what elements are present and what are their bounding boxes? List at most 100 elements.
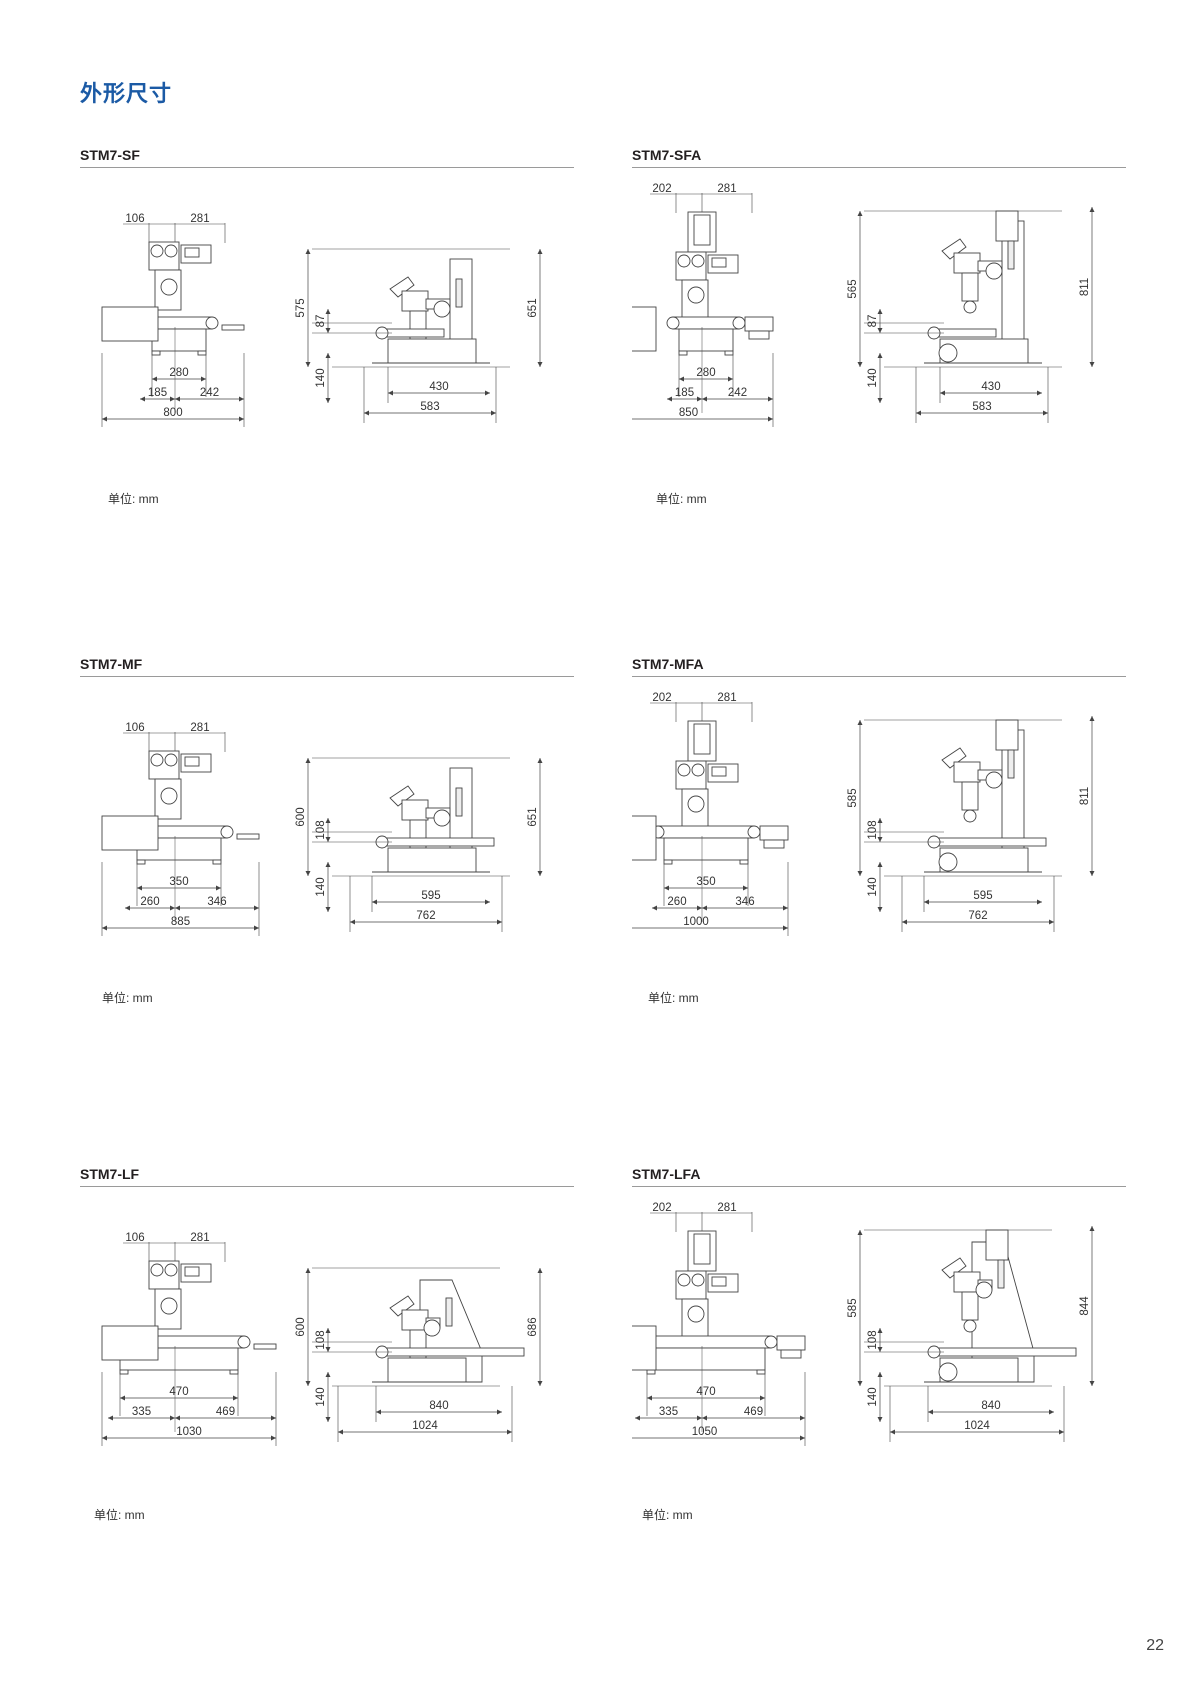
dimension-arrow [877, 1417, 883, 1422]
dimension-arrow [647, 1395, 652, 1401]
counter-screen [711, 766, 727, 777]
stage-side [935, 1347, 1077, 1357]
dimension-label: 87 [315, 315, 327, 328]
dimension-arrow [857, 871, 863, 876]
dimension-label: 1024 [964, 1420, 990, 1432]
dimension-label: 1050 [692, 1426, 718, 1438]
dimension-arrow [271, 1415, 276, 1421]
dimension-label: 583 [972, 401, 991, 413]
dimension-arrow [1089, 207, 1095, 212]
dimension-label: 281 [717, 692, 736, 704]
dimension-label: 108 [315, 1330, 327, 1349]
dimension-arrow [175, 1415, 180, 1421]
dimension-arrow [857, 211, 863, 216]
dimension-label: 140 [867, 877, 879, 896]
dimension-arrow [1059, 1429, 1064, 1435]
stage-knob-right [747, 825, 761, 839]
dimension-arrow [305, 758, 311, 763]
dimension-arrow [152, 376, 157, 382]
scale-window [455, 787, 463, 817]
dimension-arrow [728, 376, 733, 382]
dimension-label: 885 [171, 916, 190, 928]
dimension-arrow [497, 919, 502, 925]
counter-screen [711, 257, 727, 268]
dimension-label: 600 [295, 1317, 307, 1336]
foot [678, 350, 688, 356]
dimension-label: 595 [421, 890, 440, 902]
base-body [387, 338, 477, 364]
dimension-arrow [679, 376, 684, 382]
divider [632, 1186, 1126, 1187]
dimension-arrow [175, 396, 180, 402]
dimension-arrow [325, 353, 331, 358]
dimension-arrow [1037, 390, 1042, 396]
dimension-arrow [325, 1347, 331, 1352]
objective-column [961, 781, 979, 811]
dimension-label: 430 [981, 381, 1000, 393]
dimension-label: 280 [696, 367, 715, 379]
dimension-label: 140 [867, 368, 879, 387]
eyepiece-right [691, 254, 705, 268]
autofocus-unit [693, 214, 711, 246]
observation-head [953, 761, 981, 783]
dimension-label: 185 [148, 387, 167, 399]
dimension-label: 108 [315, 820, 327, 839]
eyepiece-left [677, 254, 691, 268]
divider [80, 167, 574, 168]
dimension-arrow [137, 885, 142, 891]
observation-head [953, 252, 981, 274]
eyepiece-left [150, 244, 164, 258]
dimension-label: 575 [295, 298, 307, 317]
joystick-base [763, 839, 785, 849]
controller-box [632, 815, 657, 861]
autofocus-housing [985, 1229, 1009, 1261]
dimension-arrow [1089, 362, 1095, 367]
dimension-arrow [902, 919, 907, 925]
eyepiece-tube [389, 1295, 415, 1317]
dimension-arrow [743, 885, 748, 891]
foot [724, 350, 734, 356]
dimension-label: 762 [968, 910, 987, 922]
eyepiece-right [164, 1263, 178, 1277]
dimension-arrow [239, 396, 244, 402]
stage-knob-left [666, 316, 680, 330]
counter-screen [711, 1276, 727, 1287]
dimension-arrow [325, 818, 331, 823]
dimension-arrow [1089, 716, 1095, 721]
eyepiece-left [150, 1263, 164, 1277]
handle-wheel [938, 1362, 958, 1382]
dimension-arrow [325, 837, 331, 842]
dimension-arrow [140, 396, 145, 402]
objective-column [961, 1291, 979, 1321]
foot [663, 859, 673, 865]
dimension-label: 280 [169, 367, 188, 379]
model-name: STM7-LF [80, 1166, 140, 1182]
objective-turret [687, 286, 705, 304]
dimension-label: 346 [735, 896, 754, 908]
divider [632, 167, 1126, 168]
joystick-base [748, 330, 770, 340]
dimension-arrow [305, 249, 311, 254]
eyepiece-right [164, 753, 178, 767]
dimension-label: 600 [295, 807, 307, 826]
dimension-label: 565 [847, 279, 859, 298]
dimension-arrow [125, 905, 130, 911]
arm-knob [975, 1281, 993, 1299]
scale-window [997, 1259, 1005, 1289]
dimension-arrow [497, 1409, 502, 1415]
dimension-arrow [877, 1328, 883, 1333]
dimension-arrow [877, 328, 883, 333]
unit-label: 单位: mm [648, 991, 699, 1005]
stage-base [151, 328, 207, 352]
foot [136, 859, 146, 865]
controller-box [632, 1325, 657, 1371]
dimension-label: 335 [132, 1406, 151, 1418]
dimension-label: 1000 [683, 916, 709, 928]
dimension-label: 140 [315, 1387, 327, 1406]
dimension-arrow [305, 362, 311, 367]
objective-turret [687, 1305, 705, 1323]
measuring-stage [672, 316, 740, 330]
dimension-arrow [537, 758, 543, 763]
stage-side [383, 1347, 525, 1357]
